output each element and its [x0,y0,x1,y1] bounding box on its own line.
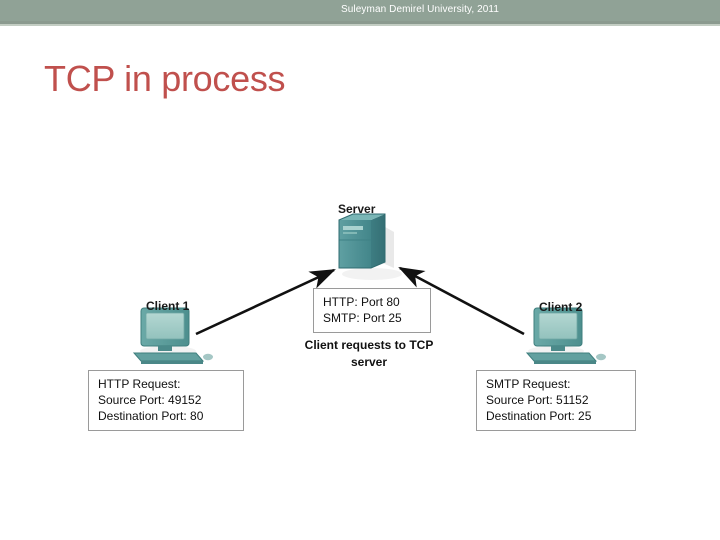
client2-computer-icon [525,307,606,364]
header-divider-dark [0,21,720,24]
client2-label: Client 2 [539,300,583,314]
server-label: Server [338,202,376,216]
http-source-port: Source Port: 49152 [98,393,202,407]
client1-to-server-arrow [195,268,336,336]
server-tower-icon [338,213,402,280]
smtp-request-box: SMTP Request: Source Port: 51152 Destina… [476,370,636,431]
server-ports-line-smtp: SMTP: Port 25 [323,311,402,325]
smtp-source-port: Source Port: 51152 [486,393,589,407]
header-title: Suleyman Demirel University, 2011 [341,4,499,15]
client1-computer-icon [132,307,213,364]
header-divider-light [0,24,720,26]
diagram-graphics [132,213,606,364]
http-destination-port: Destination Port: 80 [98,409,204,423]
server-ports-box: HTTP: Port 80 SMTP: Port 25 [313,288,431,333]
tcp-process-diagram [0,190,720,440]
smtp-request-title: SMTP Request: [486,377,571,391]
page-title: TCP in process [44,58,286,99]
http-request-box: HTTP Request: Source Port: 49152 Destina… [88,370,244,431]
server-ports-line-http: HTTP: Port 80 [323,295,400,309]
slide-header-band [0,0,720,21]
http-request-title: HTTP Request: [98,377,181,391]
client2-to-server-arrow [398,266,525,336]
smtp-destination-port: Destination Port: 25 [486,409,592,423]
diagram-caption: Client requests to TCP server [304,338,434,369]
client1-label: Client 1 [146,299,190,313]
